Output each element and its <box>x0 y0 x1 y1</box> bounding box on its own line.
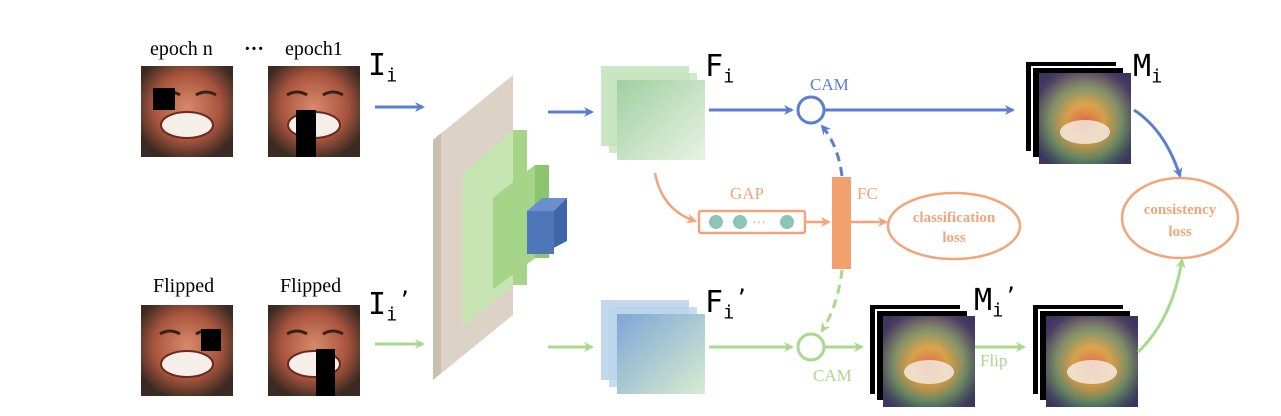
epoch-ellipsis: ··· <box>244 38 265 60</box>
consistency-loss-node <box>1120 176 1240 260</box>
face-image-epoch-n <box>141 66 233 157</box>
face-image-flipped-a <box>141 305 233 396</box>
conv-block-2 <box>493 165 535 289</box>
cam-label-bottom: CAM <box>813 366 852 385</box>
gap-ellipsis: ··· <box>752 216 766 231</box>
occlusion-mask <box>296 110 316 157</box>
conv-block-3 <box>527 211 554 254</box>
consistency-loss-label-2: loss <box>1168 224 1192 240</box>
fc-label: FC <box>857 184 878 203</box>
attention-map-M <box>1024 60 1131 164</box>
feature-map-F-prime <box>601 300 705 394</box>
face-image-flipped-b <box>268 305 360 396</box>
flipped-label-b: Flipped <box>280 275 342 297</box>
flipped-label-a: Flipped <box>153 275 215 297</box>
face-image-epoch-1 <box>268 66 360 157</box>
classification-loss-node <box>886 191 1022 261</box>
epoch-n-label: epoch n <box>150 38 213 60</box>
flip-label: Flip <box>980 351 1007 370</box>
cam-node-bottom <box>796 332 826 362</box>
symbol-I-prime: Ii’ <box>368 287 411 326</box>
fc-layer <box>832 177 851 269</box>
attention-map-M-prime <box>868 303 975 407</box>
classification-loss-label-1: classification <box>913 210 996 226</box>
occlusion-mask <box>316 349 335 396</box>
occlusion-mask <box>201 329 221 351</box>
symbol-I: Ii <box>368 48 398 87</box>
feature-map-F <box>601 66 705 160</box>
symbol-F: Fi <box>705 49 735 88</box>
to-consistency-arrow-bottom <box>1136 258 1186 354</box>
backbone-network <box>433 75 567 380</box>
gap-label: GAP <box>730 184 764 203</box>
epoch-1-label: epoch1 <box>285 38 343 60</box>
to-consistency-arrow-top <box>1133 108 1183 178</box>
symbol-M: Mi <box>1133 49 1163 88</box>
cam-node-top <box>796 95 826 125</box>
occlusion-mask <box>153 88 175 110</box>
symbol-M-prime: Mi’ <box>974 283 1017 322</box>
classification-loss-label-2: loss <box>942 230 966 246</box>
attention-map-flipped <box>1031 303 1138 407</box>
symbol-F-prime: Fi’ <box>705 285 748 324</box>
cam-label-top: CAM <box>810 75 849 94</box>
consistency-loss-label-1: consistency <box>1144 202 1217 218</box>
